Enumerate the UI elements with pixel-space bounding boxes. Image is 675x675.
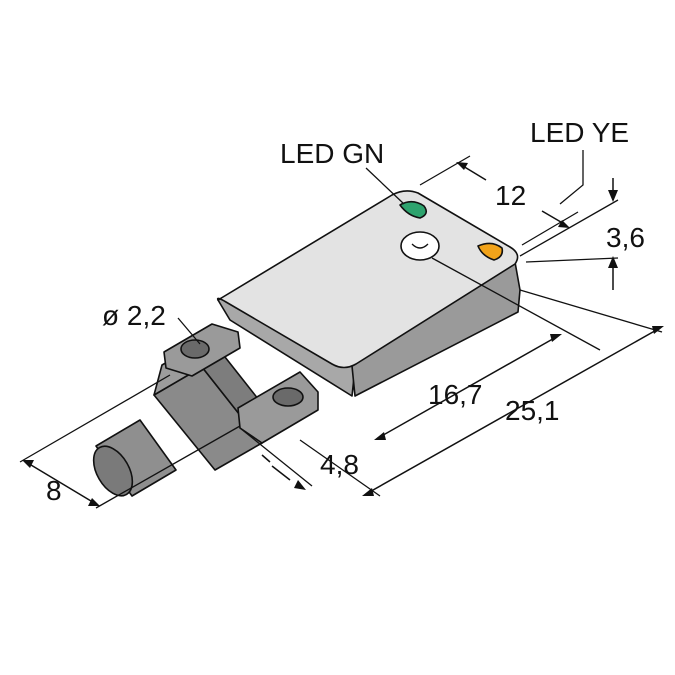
led-yellow (477, 242, 504, 261)
sensing-marker (400, 231, 440, 261)
label-dim-25-1: 25,1 (505, 395, 560, 426)
label-dim-8: 8 (46, 475, 62, 506)
sensor-housing (216, 190, 521, 397)
label-led-gn: LED GN (280, 138, 384, 169)
mounting-flange-left (163, 323, 241, 377)
label-led-ye: LED YE (530, 117, 629, 148)
cable (92, 419, 177, 497)
label-dim-12: 12 (495, 180, 526, 211)
led-green (399, 200, 428, 219)
dimension-lines (19, 150, 664, 509)
label-dim-16-7: 16,7 (428, 379, 483, 410)
label-dim-4-8: 4,8 (320, 449, 359, 480)
mounting-flange-right (237, 371, 319, 444)
label-dim-diameter: ø 2,2 (102, 300, 166, 331)
label-dim-3-6: 3,6 (606, 222, 645, 253)
